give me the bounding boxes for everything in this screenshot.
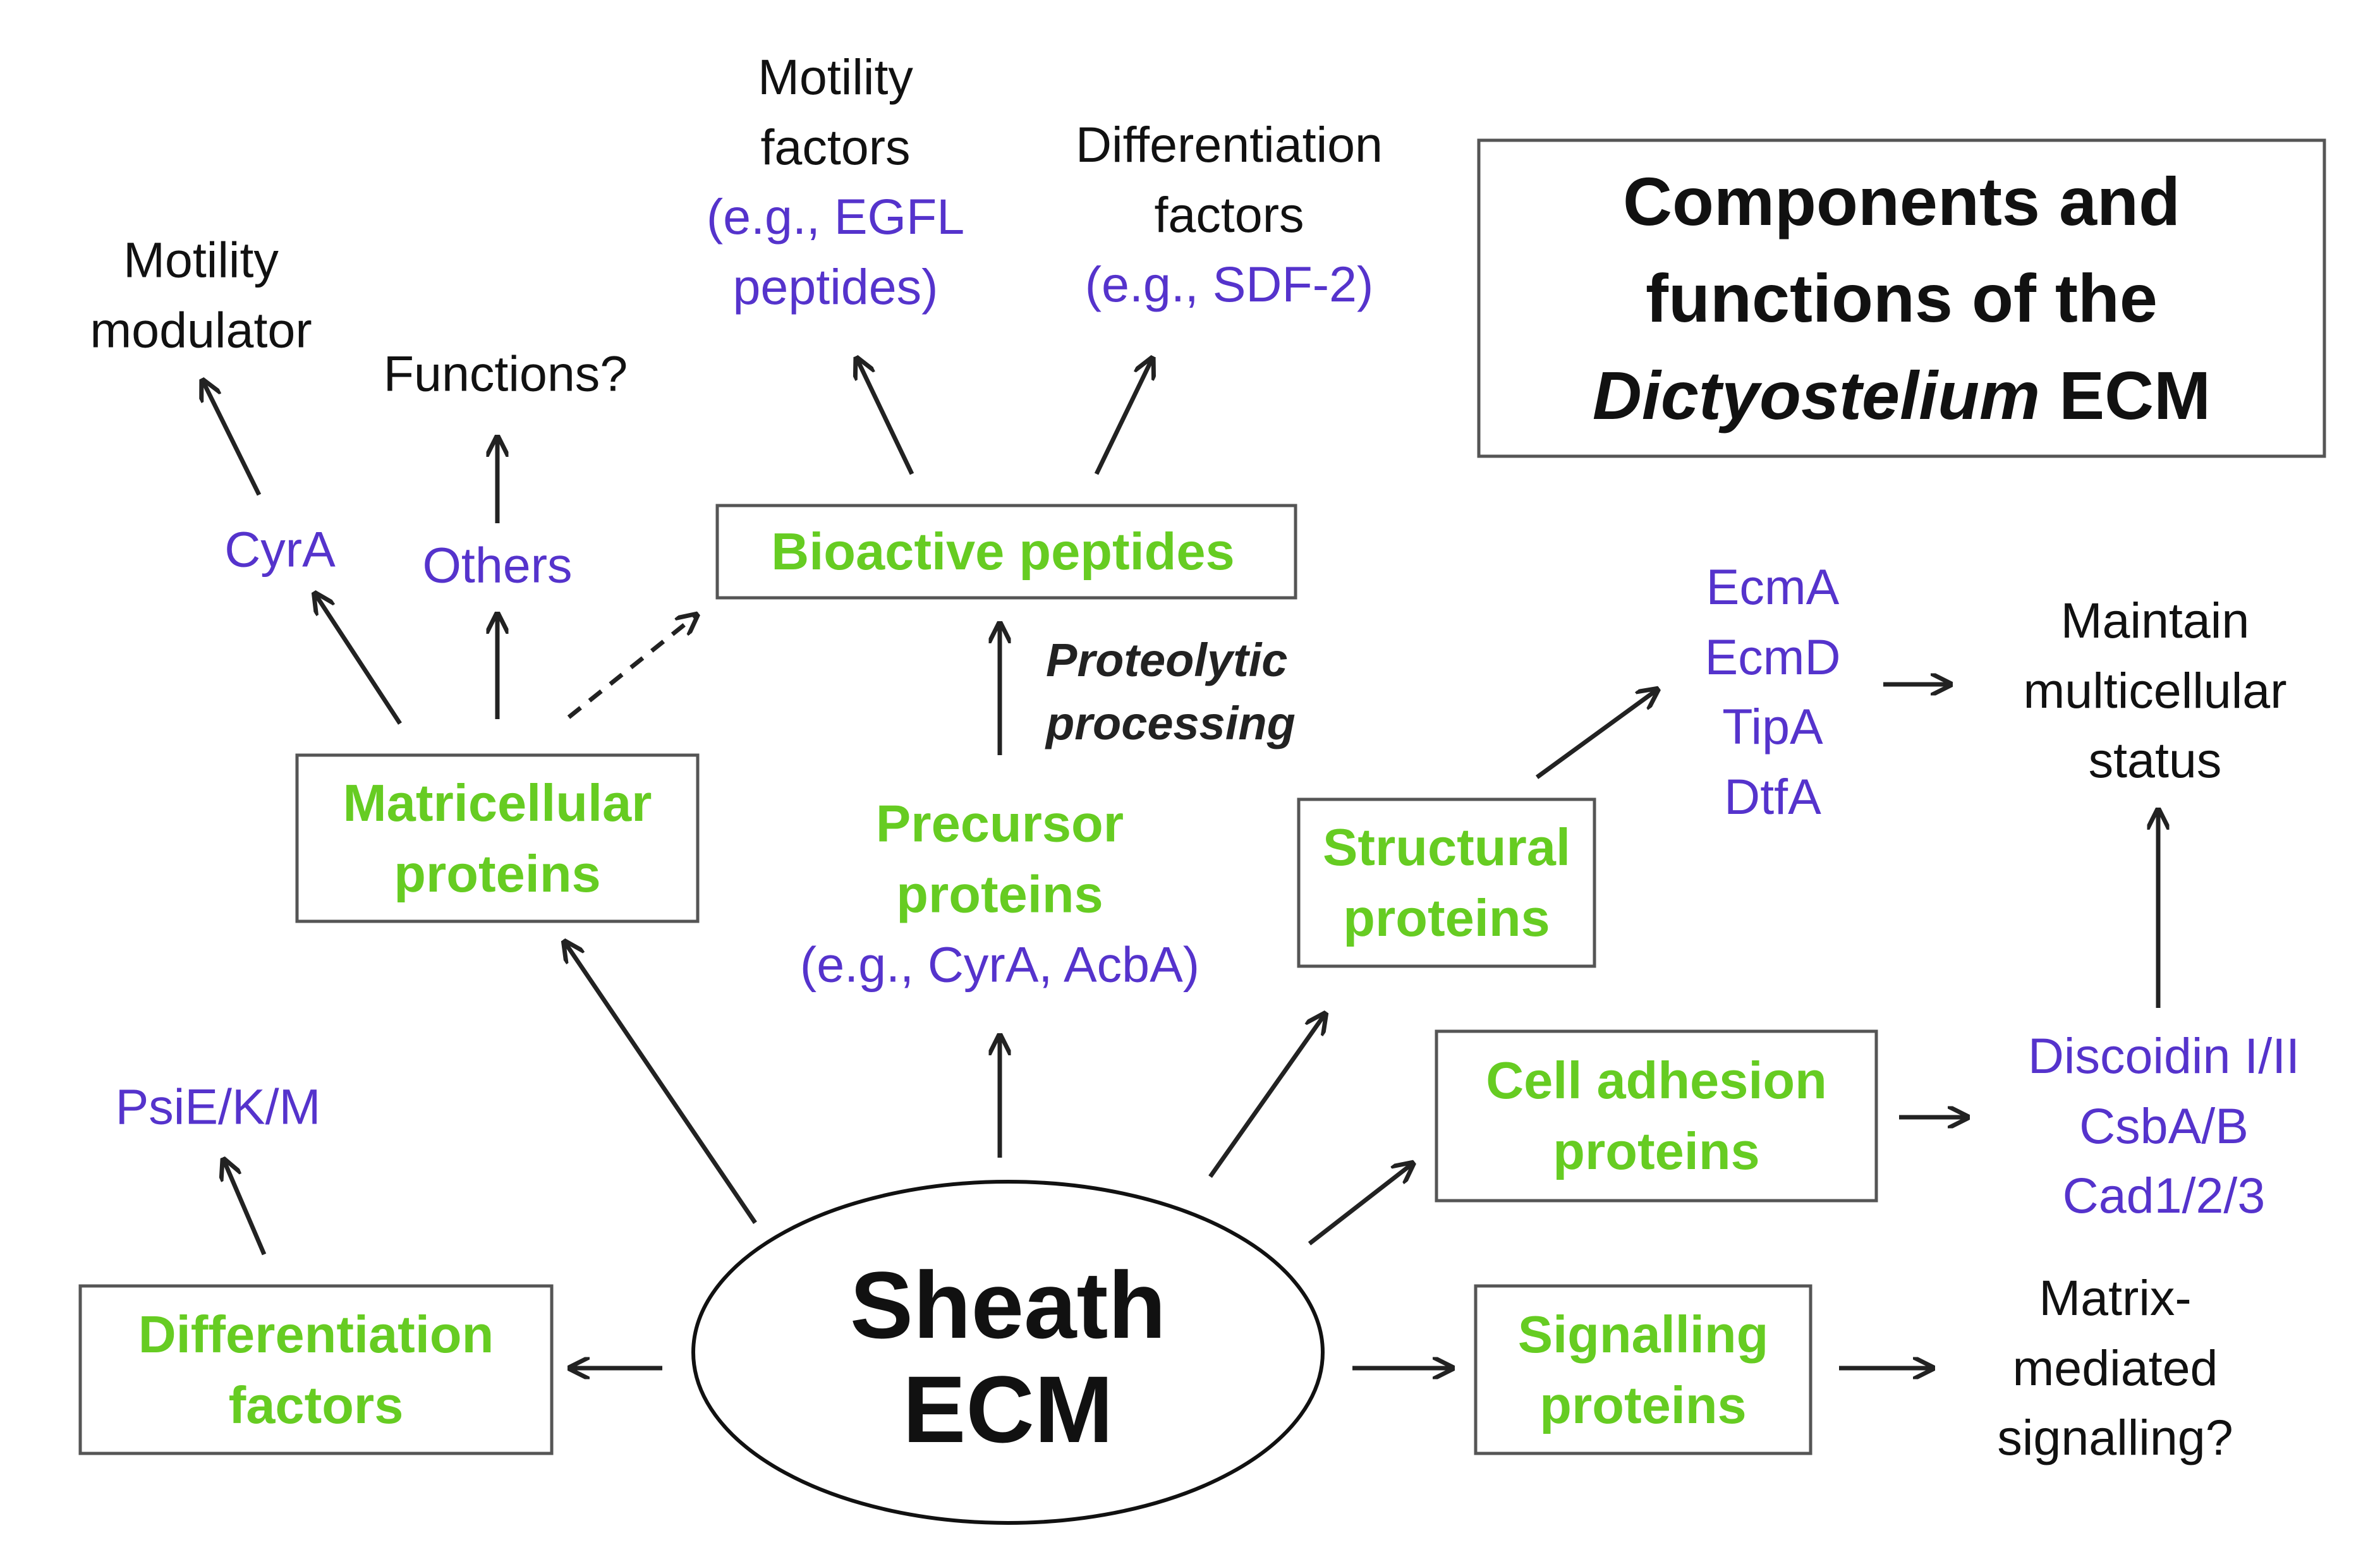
bioactive-peptides-box	[715, 504, 1297, 600]
matricellular-line-2: proteins	[394, 844, 601, 903]
structural-item-2: EcmD	[1704, 628, 1841, 685]
arrow-differentiation-to-psi	[224, 1161, 267, 1256]
maintain-status-label: Maintain multicellular status	[2023, 586, 2286, 796]
sheath-line-2: ECM	[902, 1356, 1114, 1462]
matricellular-proteins-box	[295, 753, 700, 923]
signalling-proteins-label: Signalling proteins	[1518, 1299, 1769, 1441]
processing-line-1: Proteolytic	[1046, 634, 1288, 687]
structural-proteins-label: Structural proteins	[1323, 812, 1570, 954]
cell-adhesion-line-1: Cell adhesion	[1486, 1050, 1827, 1110]
sheath-line-1: Sheath	[849, 1252, 1167, 1358]
signalling-line-1: Signalling	[1517, 1304, 1769, 1364]
cell-adhesion-proteins-box	[1435, 1029, 1878, 1203]
adhesion-item-1: Discoidin I/II	[2027, 1028, 2300, 1084]
title-box	[1477, 138, 2326, 458]
structural-line-2: proteins	[1343, 888, 1550, 947]
maintain-line-2: multicellular	[2023, 662, 2287, 718]
motility-factors-line-1: Motility	[758, 48, 913, 105]
motility-factors-label: Motility factors (e.g., EGFL peptides)	[707, 42, 964, 322]
title-line-3: Dictyostelium ECM	[1593, 347, 2211, 444]
sheath-ecm-ellipse	[691, 1180, 1325, 1525]
matrix-line-3: signalling?	[1997, 1409, 2233, 1466]
proteolytic-processing-label: Proteolytic processing	[1046, 629, 1296, 755]
functions-label: Functions?	[383, 345, 628, 402]
matrix-signalling-label: Matrix- mediated signalling?	[1997, 1263, 2233, 1473]
title-line-2: functions of the	[1646, 260, 2158, 337]
maintain-line-1: Maintain	[2060, 592, 2250, 649]
structural-item-1: EcmA	[1706, 558, 1840, 615]
precursor-proteins-label: Precursor proteins (e.g., CyrA, AcbA)	[800, 789, 1199, 1000]
precursor-line-1: Precursor	[875, 794, 1124, 853]
sheath-ecm-label: Sheath ECM	[850, 1253, 1166, 1462]
arrow-ecm-to-matricellular	[566, 943, 757, 1224]
arrow-bioactive-to-differentiation-factors	[1094, 360, 1151, 475]
diff-factors-line-1: Differentiation	[1076, 116, 1383, 173]
psi-label: PsiE/K/M	[115, 1078, 321, 1135]
matrix-line-2: mediated	[2012, 1339, 2218, 1396]
title-line-1: Components and	[1623, 162, 2180, 239]
motility-modulator-line-1: Motility	[123, 231, 279, 288]
cyra-label: CyrA	[224, 521, 336, 578]
title-suffix: ECM	[2040, 356, 2211, 433]
arrow-cyra-to-motility-modulator	[203, 382, 262, 496]
matricellular-proteins-label: Matricellular proteins	[343, 768, 652, 909]
structural-protein-list: EcmA EcmD TipA DtfA	[1704, 552, 1840, 832]
arrow-ecm-to-structural	[1208, 1015, 1324, 1179]
motility-modulator-line-2: modulator	[90, 301, 312, 358]
title-italic: Dictyostelium	[1592, 356, 2041, 433]
processing-line-2: processing	[1046, 697, 1296, 749]
adhesion-item-3: Cad1/2/3	[2062, 1167, 2266, 1224]
matricellular-line-1: Matricellular	[343, 773, 652, 832]
arrow-matricellular-to-cyra	[316, 595, 402, 725]
cell-adhesion-proteins-label: Cell adhesion proteins	[1486, 1045, 1827, 1187]
precursor-line-2: proteins	[896, 864, 1103, 924]
diff-factors-example: (e.g., SDF-2)	[1084, 256, 1374, 313]
arrow-matricellular-to-bioactive	[567, 616, 695, 719]
structural-item-4: DtfA	[1724, 768, 1821, 825]
motility-factors-example-1: (e.g., EGFL	[706, 188, 965, 245]
structural-item-3: TipA	[1722, 698, 1823, 755]
differentiation-factors-box-label: Differentiation factors	[138, 1299, 494, 1441]
matrix-line-1: Matrix-	[2039, 1270, 2192, 1326]
arrow-bioactive-to-motility-factors	[858, 360, 914, 475]
motility-factors-line-2: factors	[760, 118, 911, 175]
differentiation-factors-top-label: Differentiation factors (e.g., SDF-2)	[1076, 110, 1383, 320]
diff-factors-line-2: factors	[1154, 186, 1304, 243]
adhesion-protein-list: Discoidin I/II CsbA/B Cad1/2/3	[2028, 1021, 2300, 1231]
motility-modulator-label: Motility modulator	[90, 225, 312, 365]
adhesion-item-2: CsbA/B	[2079, 1097, 2249, 1154]
others-label: Others	[422, 537, 573, 593]
signalling-line-2: proteins	[1539, 1376, 1747, 1434]
arrow-ecm-to-cell-adhesion	[1308, 1165, 1411, 1246]
diagram-title: Components and functions of the Dictyost…	[1593, 153, 2211, 444]
bioactive-peptides-label: Bioactive peptides	[771, 521, 1235, 581]
arrow-structural-to-list	[1535, 691, 1656, 779]
structural-proteins-box	[1297, 797, 1596, 968]
differentiation-line-1: Differentiation	[138, 1304, 494, 1364]
differentiation-factors-box	[78, 1284, 554, 1455]
maintain-line-3: status	[2088, 732, 2222, 789]
motility-factors-example-2: peptides)	[732, 258, 938, 315]
cell-adhesion-line-2: proteins	[1553, 1122, 1760, 1180]
structural-line-1: Structural	[1322, 817, 1571, 876]
precursor-example: (e.g., CyrA, AcbA)	[799, 936, 1200, 993]
signalling-proteins-box	[1474, 1284, 1812, 1455]
differentiation-line-2: factors	[228, 1376, 404, 1434]
